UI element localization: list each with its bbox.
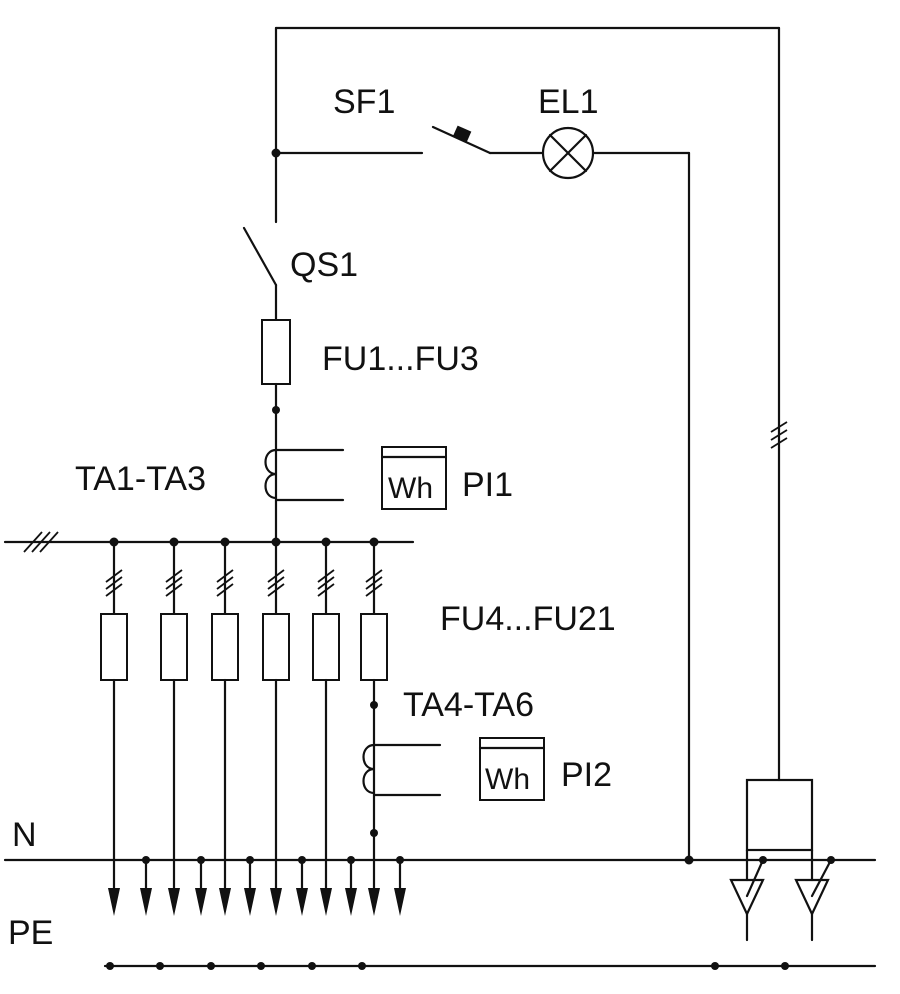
current-transformer-ta1-ta3-icon (264, 448, 345, 502)
protective-earth-conductor (103, 962, 877, 970)
label-sf1: SF1 (333, 83, 395, 121)
label-fu1-fu3: FU1...FU3 (322, 340, 479, 378)
energy-meter-pi2-icon (478, 737, 546, 801)
meter1-wh-label: Wh (388, 472, 433, 505)
lamp-el1-icon (541, 126, 691, 862)
meter2-wh-label: Wh (485, 763, 530, 796)
main-busbar (3, 531, 415, 553)
lighting-circuit (271, 26, 781, 782)
label-pi1: PI1 (462, 466, 513, 504)
label-ta1-ta3: TA1-TA3 (75, 460, 206, 498)
feeder-5 (312, 537, 340, 890)
feeder-2 (160, 537, 188, 890)
label-el1: EL1 (538, 83, 599, 121)
label-pe: PE (8, 914, 53, 952)
disconnector-qs1-icon (242, 226, 278, 322)
label-n: N (12, 816, 37, 854)
fuse-fu1-fu3-icon (261, 319, 291, 544)
feeder-4 (262, 537, 290, 890)
feeder-3 (211, 537, 239, 890)
neutral-conductor (3, 855, 877, 865)
neutral-taps (142, 856, 404, 890)
label-qs1: QS1 (290, 246, 358, 284)
label-ta4-ta6: TA4-TA6 (403, 686, 534, 724)
feeder-6 (360, 537, 388, 890)
three-phase-tick-right-icon (770, 421, 788, 449)
outlet-group-icon (729, 778, 833, 942)
circuit-breaker-sf1-icon (431, 125, 544, 155)
outgoing-arrows (108, 888, 406, 916)
label-pi2: PI2 (561, 756, 612, 794)
current-transformer-ta4-ta6-icon (362, 743, 442, 797)
feeder-1 (100, 537, 128, 890)
label-fu4-fu21: FU4...FU21 (440, 600, 616, 638)
energy-meter-pi1-icon (380, 446, 448, 510)
